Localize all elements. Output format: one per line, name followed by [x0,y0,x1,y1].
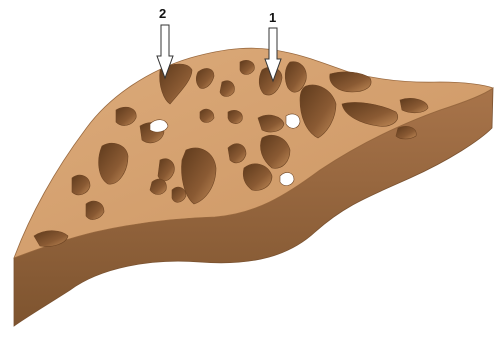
arrow-1-label: 1 [269,10,276,25]
through-hole [286,114,300,128]
pore-hole [396,126,416,139]
pore-hole [150,179,166,194]
pore-hole [240,60,254,74]
arrow-2-label: 2 [159,6,166,21]
pore-hole [228,110,242,123]
through-hole [280,173,294,186]
pore-hole [220,81,234,97]
